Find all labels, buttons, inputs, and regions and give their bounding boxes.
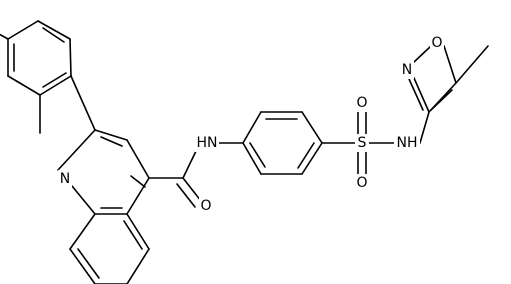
benzo-bond	[126, 248, 150, 284]
isoxazole-methyl-bond	[455, 45, 489, 84]
amide-oxygen-label: O	[200, 198, 211, 214]
isoxazole-bond	[443, 45, 457, 84]
amide-carbonyl-bond	[182, 177, 202, 202]
sulfonyl-oxygen-bottom-label: O	[356, 175, 367, 191]
ring-a-bond	[7, 20, 39, 40]
sulfonamide-nh-label: NH	[397, 135, 418, 151]
amide-nh-atom: HN	[195, 134, 219, 152]
ring-a-bond	[39, 75, 72, 96]
isoxazole-double-bond	[408, 78, 424, 111]
phenylene-bond	[301, 111, 323, 144]
isoxazole-bond	[419, 111, 430, 144]
isoxazole-nitrogen-label: N	[402, 62, 412, 78]
phenylene-bond	[242, 111, 262, 144]
quinoline-nitrogen-atom: N	[58, 170, 72, 188]
isoxazole-bond	[413, 45, 432, 63]
ring-a-bond	[7, 75, 41, 96]
quinoline-double-bond	[130, 175, 146, 188]
ring-a-double-bond	[42, 72, 67, 88]
phenylene-double-bond	[249, 142, 266, 168]
phenylene-bond	[301, 142, 323, 175]
sulfonyl-sulfur-label: S	[358, 135, 367, 151]
quinoline-nitrogen-label: N	[60, 171, 70, 187]
quinoline-bond	[126, 139, 150, 179]
ring-a-bond	[37, 20, 71, 40]
phenylene-bond	[242, 142, 262, 175]
phenylene-double-bond	[297, 142, 315, 169]
sulfonyl-oxygen-top-atom: O	[355, 94, 369, 112]
quinoline-bond	[57, 129, 96, 171]
quinoline-bond	[71, 185, 96, 215]
amide-oxygen-atom: O	[199, 197, 213, 215]
quinoline-bond	[126, 177, 150, 215]
atom-label-layer: N HN O S O O NH N	[58, 34, 444, 215]
ring-a-bond	[69, 38, 72, 77]
benzo-bond	[126, 213, 150, 250]
benzo-bond	[69, 248, 96, 284]
amide-bond	[182, 148, 198, 179]
benzo-double-bond	[77, 248, 100, 279]
sulfonyl-sulfur-atom: S	[355, 134, 369, 152]
bond-layer	[0, 20, 489, 284]
isoxazole-oxygen-label: O	[431, 35, 442, 51]
isoxazole-oxygen-atom: O	[430, 34, 444, 52]
quinoline-double-bond	[100, 136, 123, 147]
sulfonamide-nh-atom: NH	[394, 134, 420, 152]
aryl-quinoline-bond	[70, 75, 96, 131]
isoxazole-bond	[413, 77, 430, 113]
benzo-bond	[69, 213, 96, 250]
amide-nh-label: HN	[197, 135, 218, 151]
ring-a-double-bond	[42, 27, 65, 43]
quinoline-bond	[94, 129, 128, 141]
sulfonyl-oxygen-top-label: O	[356, 95, 367, 111]
amide-carbonyl-bond	[176, 183, 196, 208]
isoxazole-nitrogen-atom: N	[400, 61, 414, 79]
benzo-double-bond	[123, 220, 143, 250]
isoxazole-double-bond	[430, 89, 453, 111]
sulfonyl-oxygen-bottom-atom: O	[355, 174, 369, 192]
methyl-bond	[0, 33, 9, 40]
